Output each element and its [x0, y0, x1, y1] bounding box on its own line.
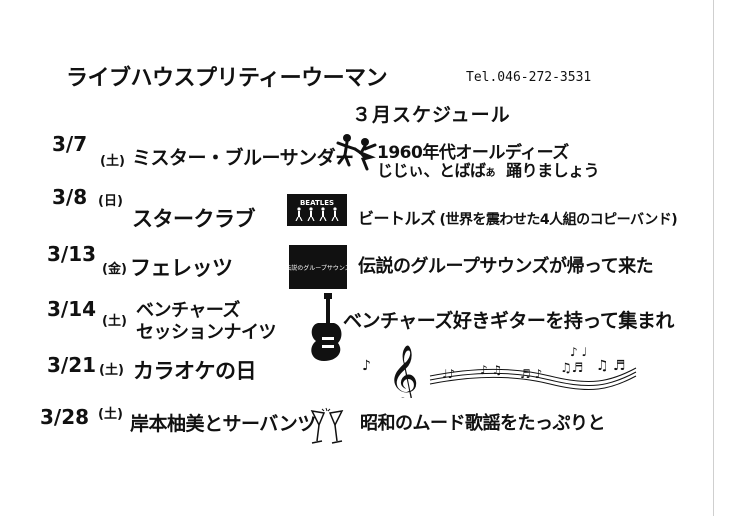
schedule-title: ３月スケジュール — [352, 104, 511, 126]
desc-text-2: 踊りましょう — [506, 161, 600, 180]
event-date: 3/28 — [40, 405, 90, 429]
logo-label: 伝説のグループサウンズ — [285, 264, 351, 272]
treble-clef: 𝄞 — [388, 345, 419, 398]
svg-text:♫ ♬: ♫ ♬ — [596, 358, 626, 374]
event-description: 1960年代オールディーズ — [377, 143, 569, 163]
svg-text:♩♪: ♩♪ — [442, 367, 455, 381]
event-artist: ミスター・ブルーサンダー — [132, 147, 354, 169]
event-artist: スタークラブ — [132, 207, 256, 231]
event-artist: フェレッツ — [130, 256, 233, 280]
event-date: 3/14 — [47, 297, 97, 321]
svg-text:♪ ♩: ♪ ♩ — [570, 345, 587, 359]
svg-text:♫♬: ♫♬ — [560, 361, 583, 376]
music-notes-staff-icon: 𝄞 ♪ ♩♪ ♪ ♫ ♬ ♪ ♫♬ ♫ ♬ ♪ ♩ — [362, 345, 637, 398]
event-date: 3/13 — [47, 242, 97, 266]
event-day: (金) — [102, 262, 127, 277]
event-day: (日) — [98, 194, 123, 209]
group-sounds-logo-icon: 伝説のグループサウンズ — [285, 245, 351, 289]
event-date: 3/8 — [52, 185, 88, 209]
event-description: ビートルズ(世界を震わせた4人組のコピーバンド) — [358, 205, 678, 229]
desc-small-char: あ — [485, 168, 496, 179]
scan-edge-right — [713, 0, 714, 516]
abbey-road-figures-icon — [295, 207, 339, 221]
logo-label: BEATLES — [299, 199, 335, 207]
event-date: 3/21 — [47, 353, 97, 377]
desc-main: ビートルズ — [358, 209, 436, 228]
beatles-logo-icon: BEATLES — [287, 194, 347, 226]
electric-guitar-icon — [311, 293, 342, 361]
svg-text:♪ ♫: ♪ ♫ — [480, 363, 502, 377]
event-day: (土) — [102, 314, 127, 329]
phone-number: Tel.046-272-3531 — [466, 70, 592, 85]
dancing-couple-icon — [336, 134, 377, 171]
event-date: 3/7 — [52, 132, 88, 156]
event-day: (土) — [99, 363, 124, 378]
event-description: 伝説のグループサウンズが帰って来た — [358, 256, 654, 277]
desc-note: (世界を震わせた4人組のコピーバンド) — [439, 212, 678, 228]
svg-text:♬ ♪: ♬ ♪ — [520, 367, 542, 381]
event-description: 昭和のムード歌謡をたっぷりと — [360, 413, 606, 434]
venue-title: ライブハウスプリティーウーマン — [66, 66, 388, 91]
event-day: (土) — [98, 407, 123, 422]
event-artist: ベンチャーズ — [136, 300, 240, 321]
event-day: (土) — [100, 154, 125, 169]
event-description: ベンチャーズ好きギターを持って集まれ — [343, 310, 674, 332]
svg-text:♪: ♪ — [362, 358, 371, 374]
event-description-line2: じじぃ、とばばあ 踊りましょう — [377, 157, 600, 181]
event-artist-line2: セッションナイツ — [136, 322, 277, 343]
champagne-glasses-icon — [310, 407, 344, 444]
event-artist: カラオケの日 — [133, 359, 257, 383]
desc-text: じじぃ、とばば — [377, 161, 486, 180]
event-artist: 岸本柚美とサーバンツ — [130, 413, 316, 435]
